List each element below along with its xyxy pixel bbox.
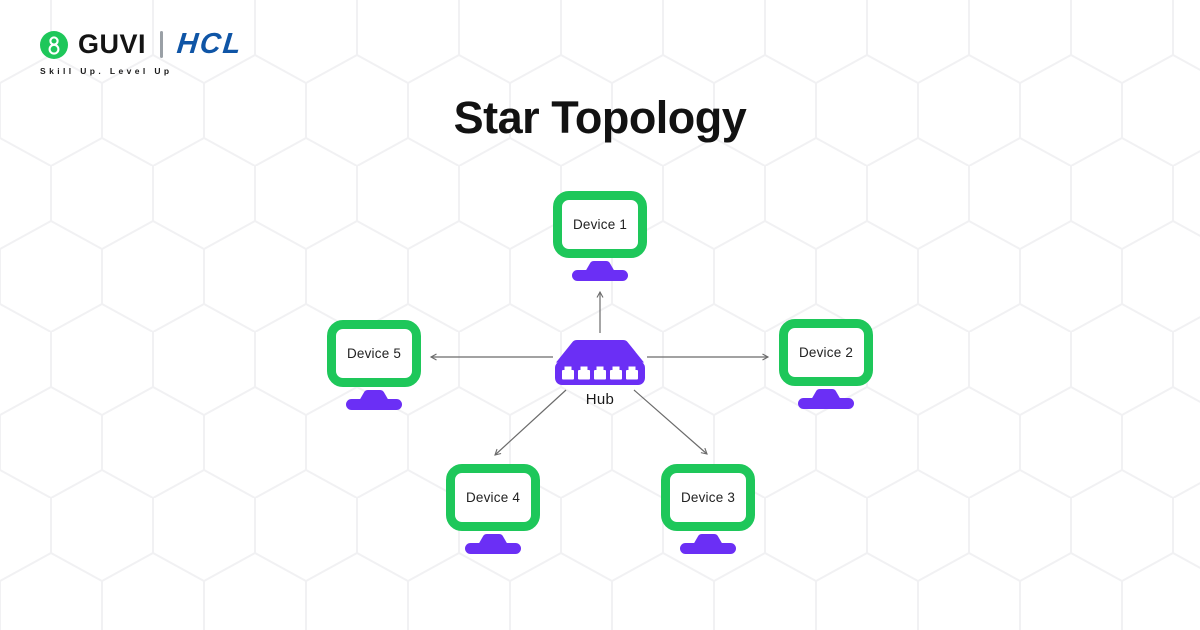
device-node-5: Device 5 xyxy=(327,320,421,410)
device-node-4: Device 4 xyxy=(446,464,540,554)
hub-node: Hub xyxy=(555,340,645,408)
monitor-stand-icon xyxy=(798,389,854,409)
hcl-wordmark: HCL xyxy=(175,28,245,60)
hub-port-icon xyxy=(626,366,638,380)
device-node-1: Device 1 xyxy=(553,191,647,281)
device-label: Device 2 xyxy=(798,345,854,360)
logo-divider xyxy=(160,31,164,58)
device-label: Device 4 xyxy=(465,490,521,505)
monitor-stand-icon xyxy=(680,534,736,554)
device-monitor: Device 2 xyxy=(779,319,873,386)
brand-header: GUVI HCL Skill Up. Level Up xyxy=(40,28,245,76)
hub-port-icon xyxy=(578,366,590,380)
monitor-stand-icon xyxy=(465,534,521,554)
device-label: Device 3 xyxy=(680,490,736,505)
page-title: Star Topology xyxy=(453,92,747,143)
hub-port-icon xyxy=(610,366,622,380)
guvi-wordmark: GUVI xyxy=(78,29,147,59)
hub-port-icon xyxy=(594,366,606,380)
device-monitor: Device 1 xyxy=(553,191,647,258)
hub-switch-icon xyxy=(555,340,645,385)
device-monitor: Device 4 xyxy=(446,464,540,531)
device-label: Device 1 xyxy=(572,217,628,232)
device-monitor: Device 5 xyxy=(327,320,421,387)
guvi-logo-icon xyxy=(40,30,68,59)
device-node-3: Device 3 xyxy=(661,464,755,554)
brand-tagline: Skill Up. Level Up xyxy=(40,66,173,76)
device-label: Device 5 xyxy=(346,346,402,361)
monitor-stand-icon xyxy=(346,390,402,410)
hub-label: Hub xyxy=(585,391,615,408)
hub-port-icon xyxy=(562,366,574,380)
device-monitor: Device 3 xyxy=(661,464,755,531)
brand-logo-row: GUVI HCL xyxy=(40,28,245,61)
device-node-2: Device 2 xyxy=(779,319,873,409)
monitor-stand-icon xyxy=(572,261,628,281)
